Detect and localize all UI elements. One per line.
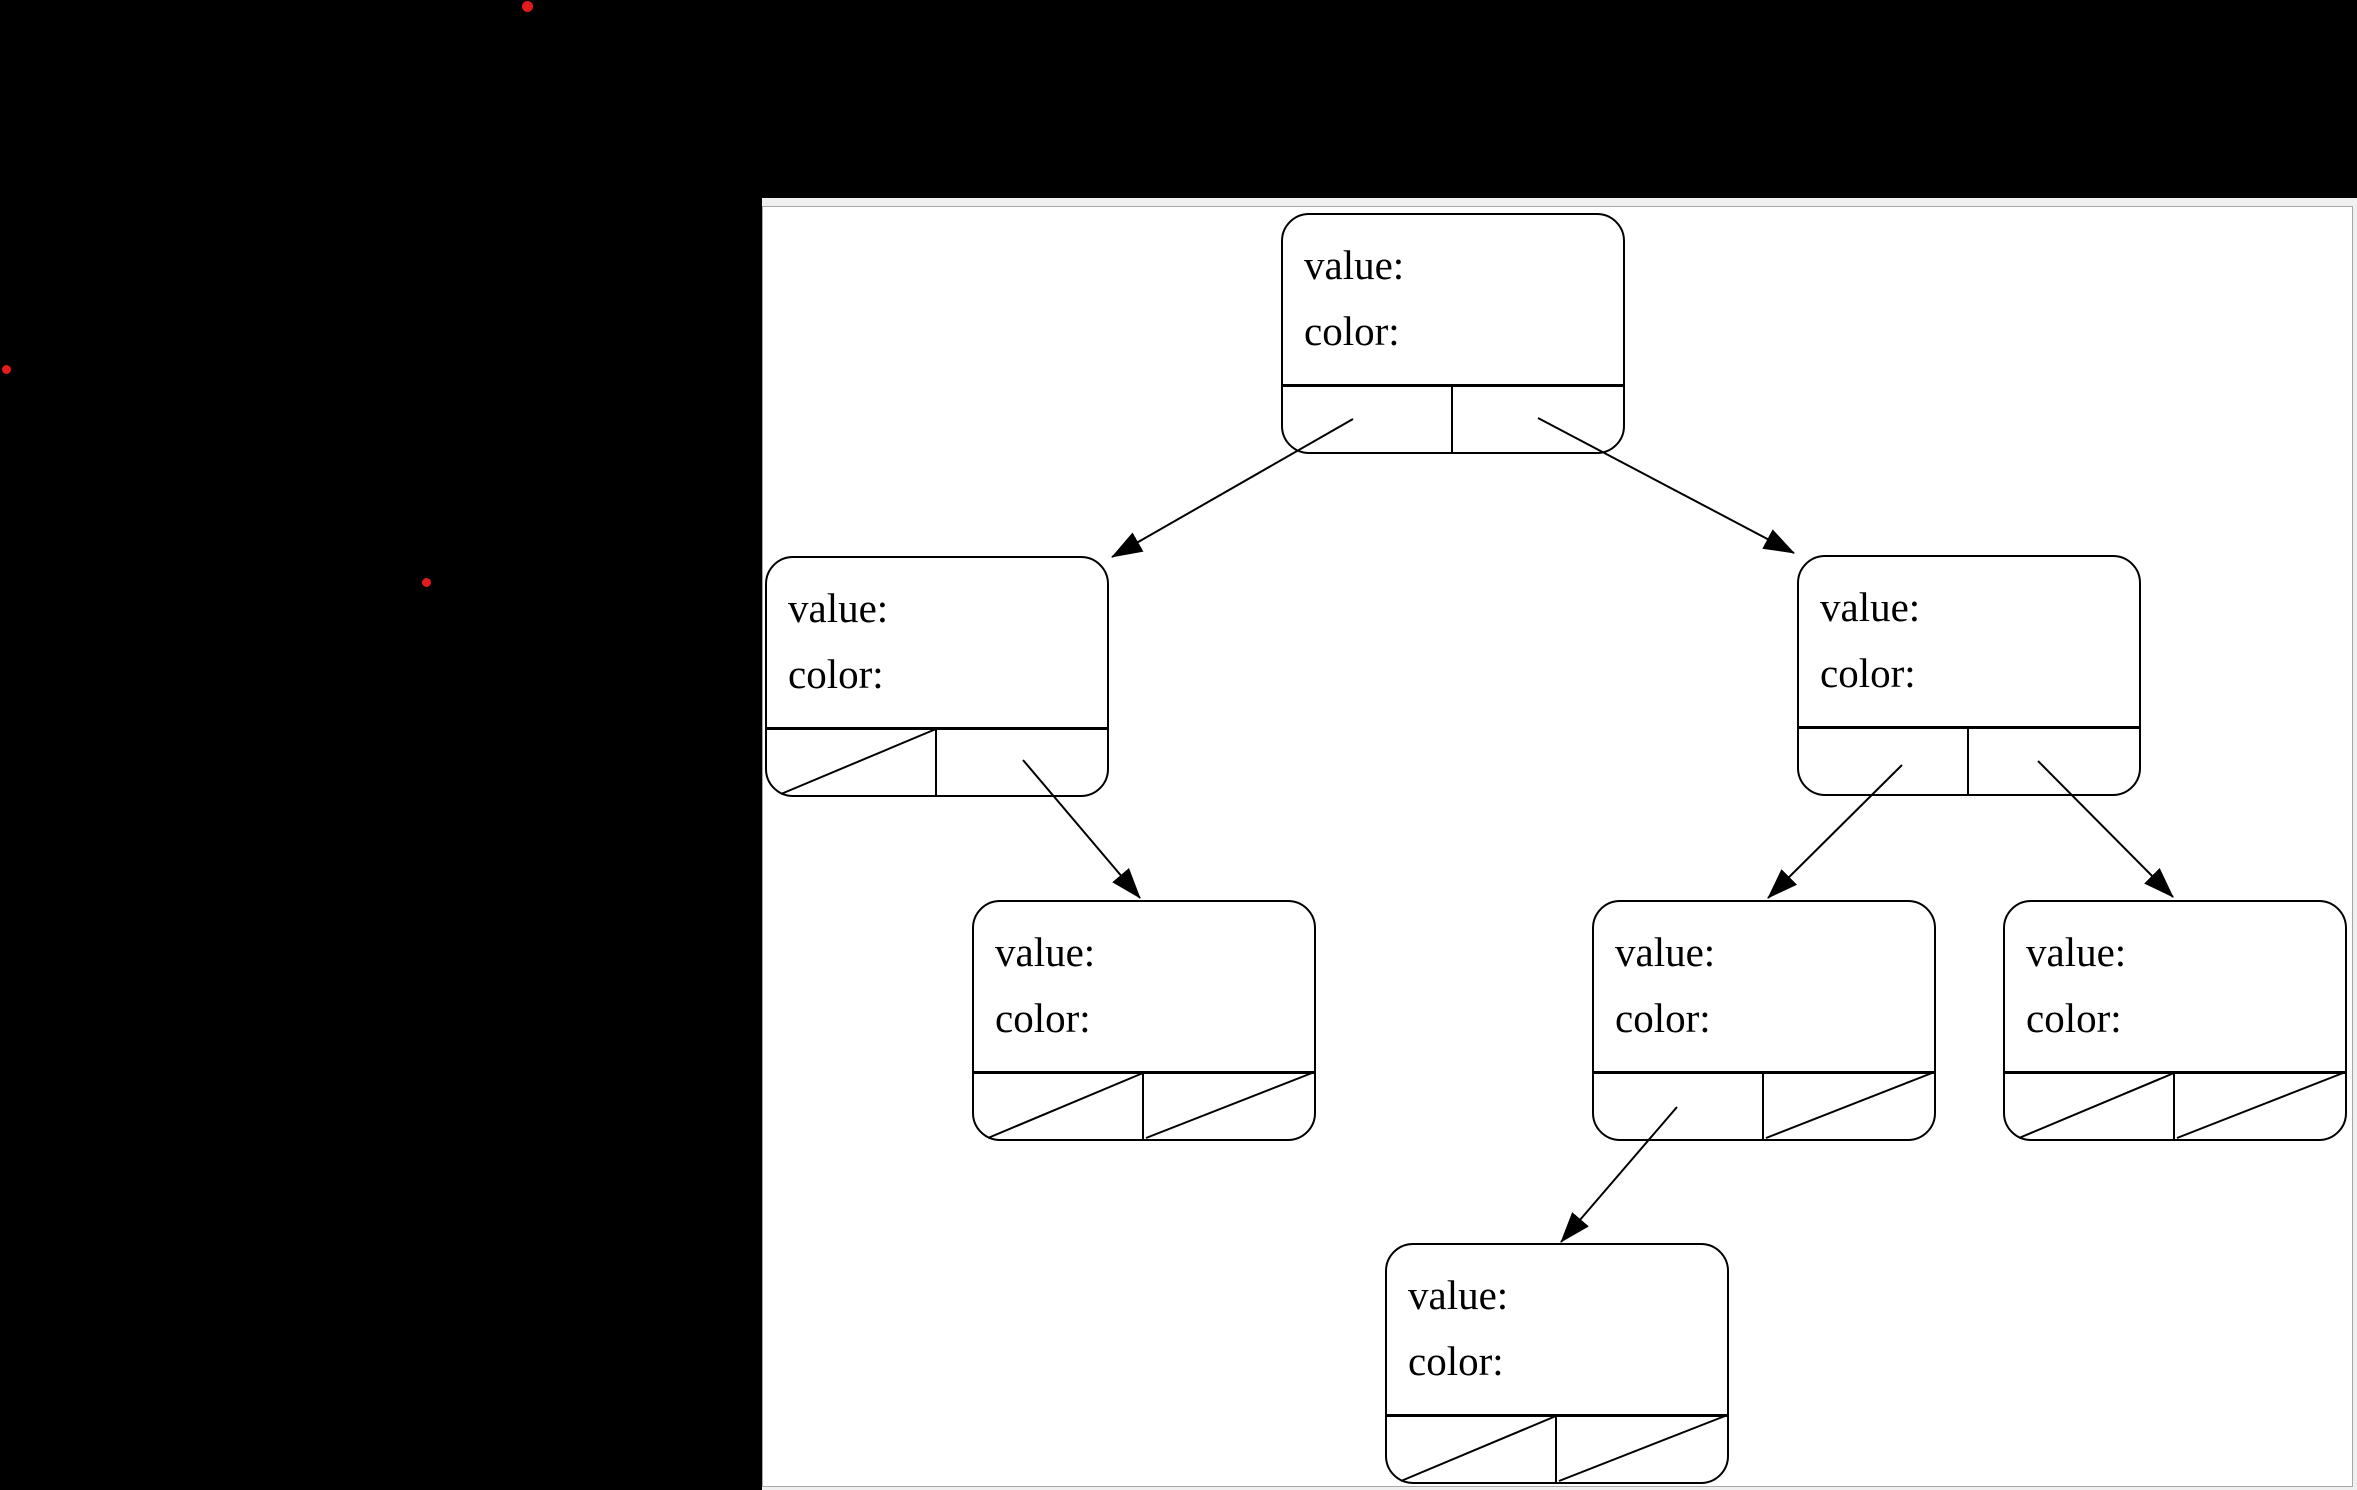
- red-dot: [421, 577, 431, 587]
- tree-node-bottom-child: value: color:: [1385, 1243, 1729, 1484]
- node-value-label: value:: [1408, 1272, 1509, 1318]
- node-color-label: color:: [788, 651, 884, 697]
- node-color-label: color:: [995, 995, 1091, 1041]
- node-left-pointer-cell: [1387, 1417, 1557, 1482]
- tree-node-right-left-child: value: color:: [1592, 900, 1936, 1141]
- node-value-label: value:: [788, 585, 889, 631]
- node-value-label: value:: [995, 929, 1096, 975]
- node-left-pointer-cell: [767, 730, 937, 795]
- node-pointer-row: [1799, 726, 2139, 794]
- node-fields: value: color:: [1594, 902, 1934, 1071]
- node-value-label: value:: [1304, 242, 1405, 288]
- tree-node-right-right-child: value: color:: [2003, 900, 2347, 1141]
- node-color-label: color:: [1615, 995, 1711, 1041]
- node-value-label: value:: [1820, 584, 1921, 630]
- node-fields: value: color:: [1799, 557, 2139, 726]
- node-right-pointer-cell: [1969, 729, 2139, 794]
- diagram-canvas: value:color:value:color:value:color:valu…: [762, 206, 2353, 1487]
- node-left-pointer-cell: [1594, 1074, 1764, 1139]
- node-pointer-row: [1594, 1071, 1934, 1139]
- node-right-pointer-cell: [2175, 1074, 2345, 1139]
- node-pointer-row: [2005, 1071, 2345, 1139]
- app-window: value:color:value:color:value:color:valu…: [762, 198, 2357, 1490]
- node-left-pointer-cell: [1799, 729, 1969, 794]
- tree-node-left-right-child: value: color:: [972, 900, 1316, 1141]
- tree-node-right-child: value: color:: [1797, 555, 2141, 796]
- red-dot: [1, 364, 11, 374]
- node-right-pointer-cell: [1557, 1417, 1727, 1482]
- node-fields: value: color:: [974, 902, 1314, 1071]
- node-right-pointer-cell: [1453, 387, 1623, 452]
- tree-node-left-child: value: color:: [765, 556, 1109, 797]
- node-pointer-row: [1283, 384, 1623, 452]
- tree-node-root: value: color:: [1281, 213, 1625, 454]
- node-left-pointer-cell: [1283, 387, 1453, 452]
- node-color-label: color:: [2026, 995, 2122, 1041]
- node-fields: value: color:: [767, 558, 1107, 727]
- node-right-pointer-cell: [1144, 1074, 1314, 1139]
- node-color-label: color:: [1408, 1338, 1504, 1384]
- node-value-label: value:: [2026, 929, 2127, 975]
- node-right-pointer-cell: [937, 730, 1107, 795]
- node-value-label: value:: [1615, 929, 1716, 975]
- node-pointer-row: [767, 727, 1107, 795]
- node-left-pointer-cell: [974, 1074, 1144, 1139]
- node-left-pointer-cell: [2005, 1074, 2175, 1139]
- node-color-label: color:: [1304, 308, 1400, 354]
- node-fields: value: color:: [1283, 215, 1623, 384]
- red-dot: [521, 0, 533, 12]
- node-color-label: color:: [1820, 650, 1916, 696]
- node-pointer-row: [1387, 1414, 1727, 1482]
- node-fields: value: color:: [1387, 1245, 1727, 1414]
- node-right-pointer-cell: [1764, 1074, 1934, 1139]
- node-fields: value: color:: [2005, 902, 2345, 1071]
- node-pointer-row: [974, 1071, 1314, 1139]
